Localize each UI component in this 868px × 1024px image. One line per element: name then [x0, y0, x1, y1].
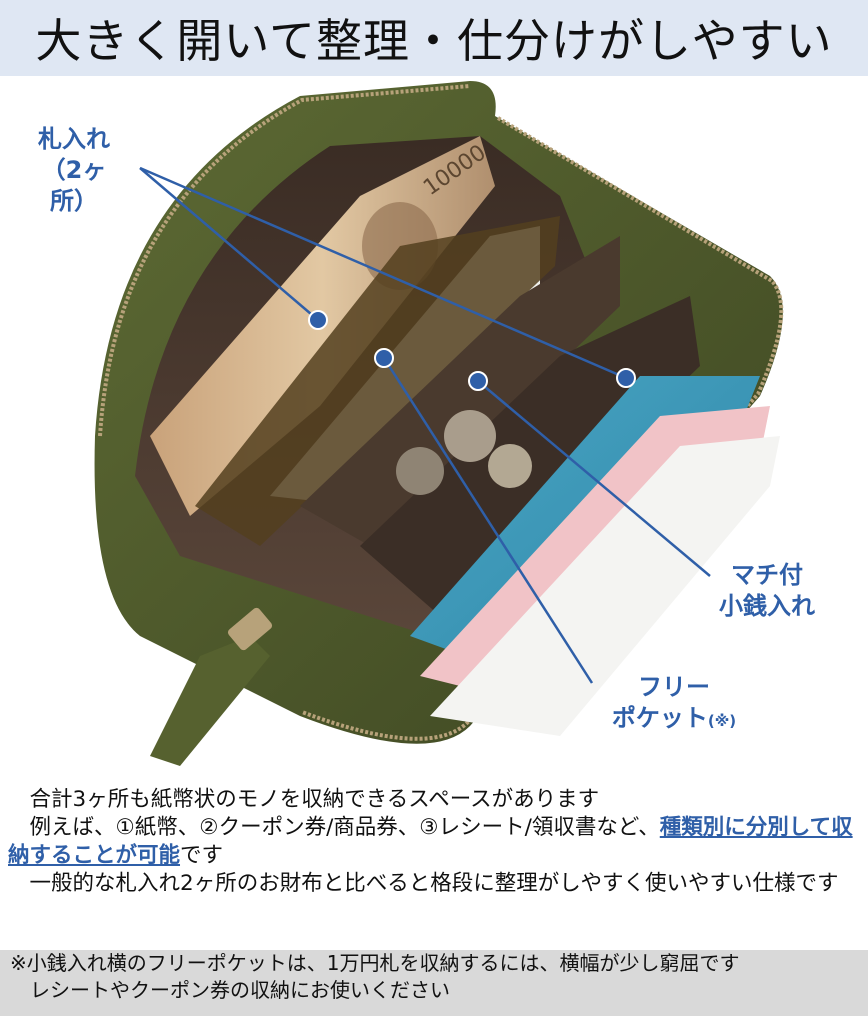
callout-line-bill-a	[139, 167, 319, 321]
callout-dots	[308, 310, 636, 391]
label-free-line2: ポケット	[611, 704, 708, 733]
zipper-outline	[98, 84, 784, 741]
label-bill-line2: （2ヶ所）	[41, 156, 107, 216]
label-free-mark: (※)	[707, 712, 737, 731]
label-free-line1: フリー	[638, 673, 710, 701]
zipper-slider	[227, 607, 273, 651]
description-line1-text: 合計3ヶ所も紙幣状のモノを収納できるスペースがあります	[29, 787, 600, 812]
callout-line-bill-b	[139, 166, 627, 380]
partition-3	[360, 296, 700, 616]
footnote-line2: レシートやクーポン券の収納にお使いください	[30, 978, 450, 1002]
callout-dot	[468, 371, 488, 391]
footnote: ※小銭入れ横のフリーポケットは、1万円札を収納するには、横幅が少し窮屈です レシ…	[0, 950, 868, 1016]
description-line2: 例えば、①紙幣、②クーポン券/商品券、③レシート/領収書など、種類別に分別して収…	[8, 814, 860, 870]
partition-2	[300, 236, 620, 546]
label-bill-compartment: 札入れ （2ヶ所）	[26, 124, 122, 218]
partition-1	[195, 216, 560, 546]
description-line3: 一般的な札入れ2ヶ所のお財布と比べると格段に整理がしやすく使いやすい仕様です	[8, 870, 860, 898]
coin	[444, 410, 496, 462]
label-free-pocket: フリー ポケット(※)	[604, 672, 744, 734]
zipper-pull	[150, 636, 270, 766]
description-line3-text: 一般的な札入れ2ヶ所のお財布と比べると格段に整理がしやすく使いやすい仕様です	[29, 870, 839, 896]
callout-line-free	[382, 357, 594, 684]
label-coin-line2: 小銭入れ	[719, 592, 815, 621]
footnote-line1: ※小銭入れ横のフリーポケットは、1万円札を収納するには、横幅が少し窮屈です	[10, 951, 740, 975]
coin	[396, 447, 444, 495]
label-coin-line1: マチ付	[731, 561, 803, 589]
callout-dot	[308, 310, 328, 330]
wallet-photo: 10000	[94, 81, 784, 766]
callout-lines	[139, 166, 711, 684]
description: 合計3ヶ所も紙幣状のモノを収納できるスペースがあります 例えば、①紙幣、②クーポ…	[8, 786, 860, 898]
callout-dot	[616, 368, 636, 388]
card-white	[430, 436, 780, 736]
description-line2-prefix: 例えば、①紙幣、②クーポン券/商品券、③レシート/領収書など、	[29, 814, 660, 840]
page-title: 大きく開いて整理・仕分けがしやすい	[35, 14, 833, 68]
callout-dot	[374, 348, 394, 368]
label-coin-purse: マチ付 小銭入れ	[712, 560, 822, 622]
label-bill-line1: 札入れ	[38, 125, 110, 153]
title-banner: 大きく開いて整理・仕分けがしやすい	[0, 0, 868, 76]
label-free-line2-wrap: ポケット(※)	[604, 703, 744, 734]
callout-line-coin	[477, 380, 711, 577]
description-highlight: 種類別に分別して収納することが可能	[8, 814, 853, 868]
description-line2-suffix: です	[180, 842, 224, 868]
coin	[488, 444, 532, 488]
description-line1: 合計3ヶ所も紙幣状のモノを収納できるスペースがあります	[8, 786, 860, 814]
